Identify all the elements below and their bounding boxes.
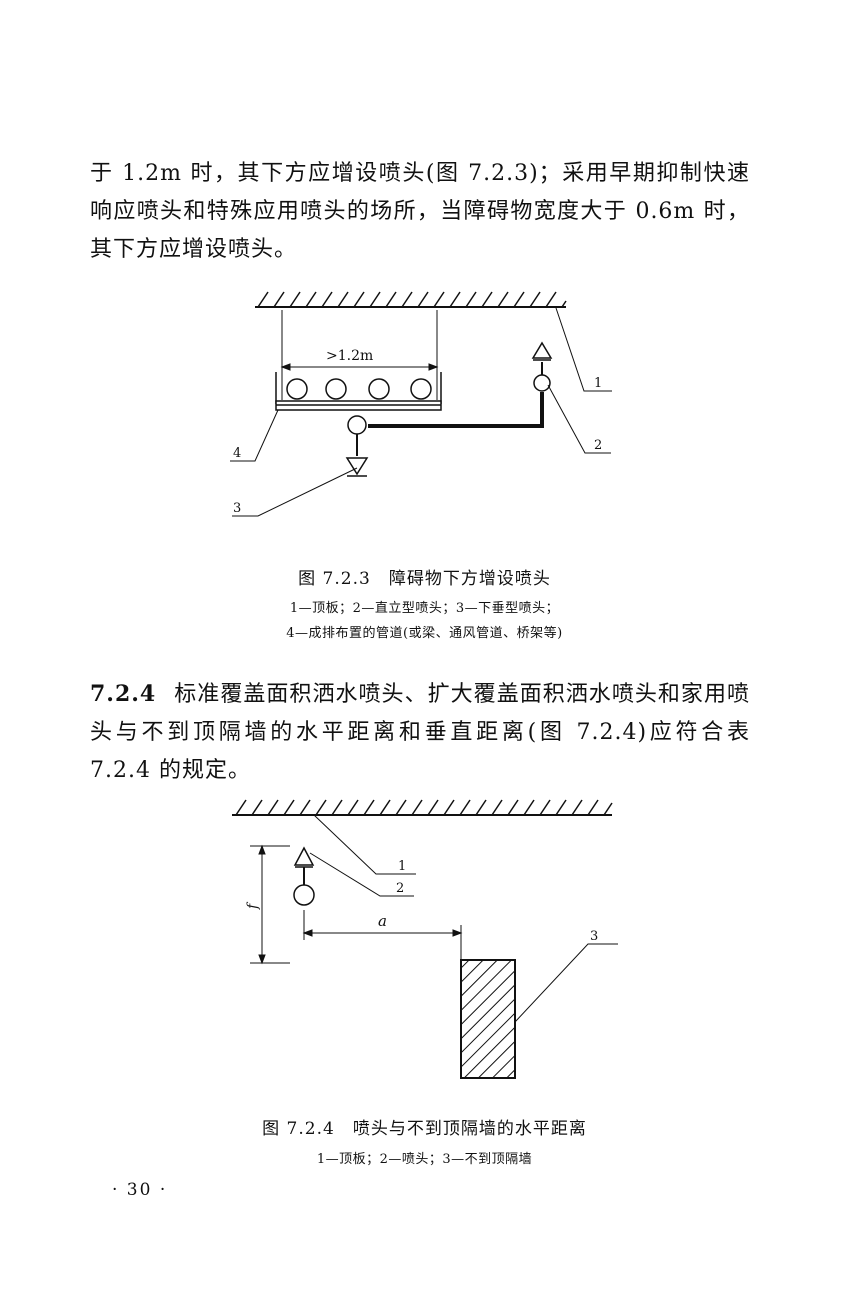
sprinkler-2 — [293, 846, 315, 906]
figure-7-2-3-legend-1: 1—顶板；2—直立型喷头；3—下垂型喷头； — [289, 601, 560, 616]
dimension-label-a: a — [378, 912, 387, 930]
figure-7-2-4-legend: 1—顶板；2—喷头；3—不到顶隔墙 — [316, 1152, 533, 1167]
leader-lines-1 — [230, 307, 612, 517]
dimension-1-2m — [280, 310, 439, 400]
label-2: 2 — [594, 438, 602, 453]
figure-7-2-3-legend-2: 4—成排布置的管道(或梁、通风管道、桥架等) — [286, 626, 563, 641]
partition-wall — [460, 959, 516, 1079]
label-1: 1 — [594, 376, 602, 391]
sprinkler-pipe — [368, 392, 544, 428]
ceiling-slab-2 — [232, 799, 613, 816]
upright-sprinkler — [531, 341, 553, 392]
label-2-2: 2 — [396, 881, 404, 896]
dimension-a — [302, 910, 463, 960]
figure-7-2-4-caption: 图 7.2.4 喷头与不到顶隔墙的水平距离 — [262, 1119, 587, 1139]
leader-lines-2 — [309, 814, 618, 1023]
page-number: · 30 · — [112, 1180, 168, 1200]
pendent-sprinkler — [345, 415, 369, 477]
section-text: 标准覆盖面积洒水喷头、扩大覆盖面积洒水喷头和家用喷头与不到顶隔墙的水平距离和垂直… — [90, 682, 750, 783]
label-2-1: 1 — [398, 859, 406, 874]
label-3: 3 — [233, 501, 241, 516]
label-2-3: 3 — [590, 929, 598, 944]
ceiling-slab-1 — [255, 291, 567, 308]
dimension-label-f: f — [245, 901, 261, 910]
pipe-array — [275, 372, 442, 411]
figure-7-2-3-caption: 图 7.2.3 障碍物下方增设喷头 — [298, 569, 551, 589]
dimension-f — [250, 844, 290, 965]
label-4: 4 — [233, 446, 241, 461]
paragraph-1: 于 1.2m 时，其下方应增设喷头(图 7.2.3)；采用早期抑制快速响应喷头和… — [90, 161, 750, 262]
dimension-label: >1.2m — [326, 348, 373, 364]
section-number: 7.2.4 — [90, 681, 157, 707]
